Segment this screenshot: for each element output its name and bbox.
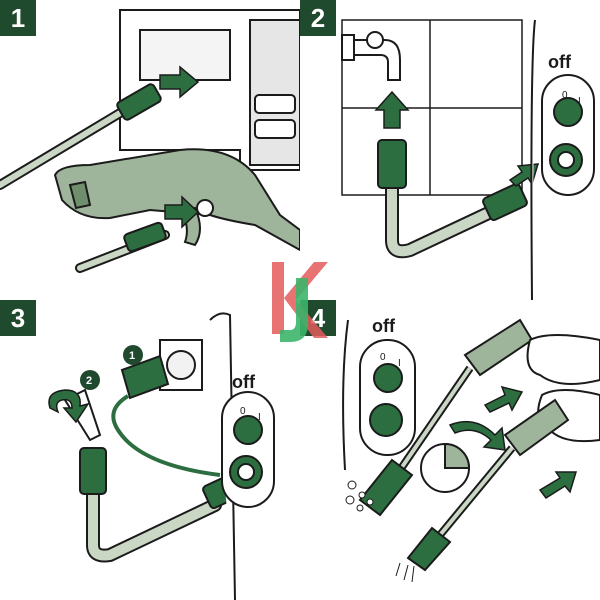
step-4-panel: off 0 I bbox=[300, 300, 600, 600]
arrow-icon bbox=[538, 471, 578, 500]
step-4-illustration: off 0 I bbox=[342, 316, 600, 583]
arrow-icon bbox=[483, 385, 524, 413]
step-2-illustration: off 0 I bbox=[341, 19, 595, 300]
high-pressure-hose-upper bbox=[0, 83, 162, 190]
step-3-illustration: 1 2 off 0 I bbox=[48, 312, 275, 600]
step-2-panel: off 0 I 2 bbox=[300, 0, 600, 300]
step-3-panel: 1 2 off 0 I 3 bbox=[0, 300, 300, 600]
switch-position-on: I bbox=[258, 412, 261, 423]
step-number-badge: 1 bbox=[0, 0, 36, 36]
power-plug bbox=[111, 354, 221, 477]
step-1-illustration bbox=[0, 9, 300, 273]
timer-icon bbox=[420, 442, 471, 493]
rotate-arrow-icon bbox=[48, 389, 90, 424]
step-number-badge: 3 bbox=[0, 300, 36, 336]
garden-hose bbox=[377, 139, 528, 259]
switch-position-on: I bbox=[398, 358, 401, 369]
switch-position-off: 0 bbox=[240, 406, 246, 417]
watermark-logo-icon bbox=[272, 262, 328, 342]
pressure-washer-side bbox=[209, 312, 275, 600]
substep-badge: 1 bbox=[123, 345, 143, 365]
arrow-icon bbox=[508, 163, 540, 187]
pressure-washer-body bbox=[119, 9, 300, 171]
power-switch-label: off bbox=[372, 316, 396, 336]
switch-position-on: I bbox=[578, 96, 581, 107]
power-switch-label: off bbox=[548, 52, 572, 72]
step-number-badge: 2 bbox=[300, 0, 336, 36]
pressure-washer-side bbox=[530, 19, 595, 300]
tiled-wall bbox=[341, 19, 523, 196]
substep-badge: 2 bbox=[80, 370, 100, 390]
switch-position-off: 0 bbox=[380, 352, 386, 363]
step-1-panel: 1 bbox=[0, 0, 300, 300]
arrow-up-icon bbox=[374, 90, 410, 129]
arrow-icon bbox=[164, 195, 200, 229]
water-spray-icon bbox=[345, 480, 415, 583]
high-pressure-hose-lower bbox=[75, 221, 170, 273]
arrow-icon bbox=[159, 65, 200, 99]
switch-position-off: 0 bbox=[562, 90, 568, 101]
spray-lance bbox=[406, 398, 570, 572]
water-tap-icon bbox=[341, 31, 401, 81]
substep-number: 1 bbox=[129, 350, 135, 362]
substep-number: 2 bbox=[86, 375, 92, 387]
power-switch-label: off bbox=[232, 372, 256, 392]
rotate-arrow-icon bbox=[448, 420, 506, 451]
pressure-washer-side bbox=[342, 319, 416, 471]
